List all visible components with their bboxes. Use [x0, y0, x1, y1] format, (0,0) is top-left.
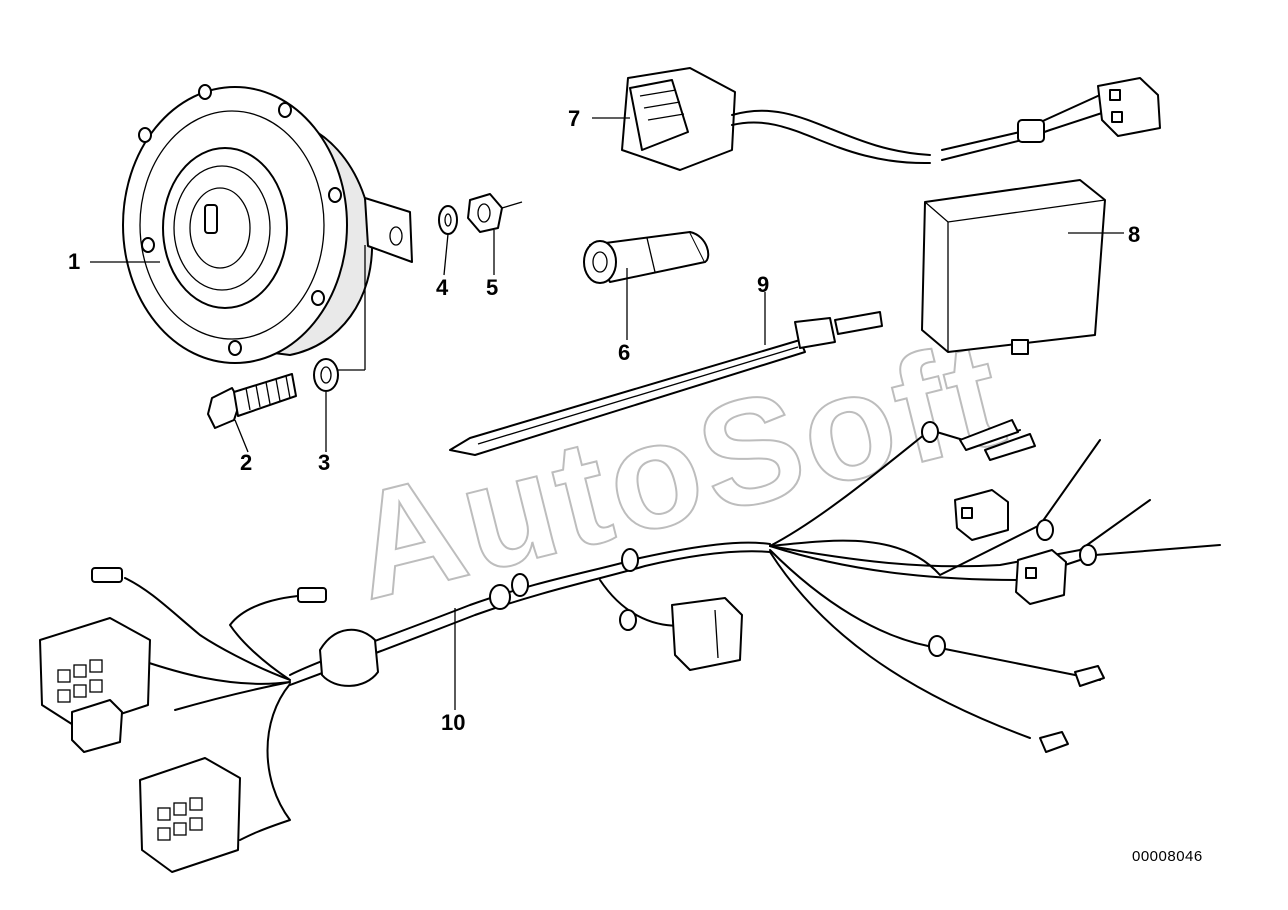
callout-9: 9: [757, 272, 770, 297]
callout-3: 3: [318, 450, 331, 475]
bolt: [207, 373, 297, 429]
connector-housing: [583, 231, 710, 284]
callout-6: 6: [618, 340, 631, 365]
document-id: 00008046: [1132, 848, 1203, 865]
switch: [621, 67, 1161, 171]
callout-8: 8: [1128, 222, 1141, 247]
callout-4: 4: [436, 275, 449, 300]
horn: [122, 84, 413, 364]
cable-tie: [449, 311, 883, 456]
nut: [467, 193, 523, 233]
callout-7: 7: [568, 106, 581, 131]
watermark: AutoSoft: [335, 307, 1021, 631]
callout-1: 1: [68, 249, 81, 274]
callout-5: 5: [486, 275, 499, 300]
wiring-harness: [39, 419, 1221, 873]
callout-2: 2: [240, 450, 253, 475]
washer: [313, 358, 339, 392]
relay: [921, 179, 1106, 355]
lock-washer: [438, 205, 458, 235]
callout-10: 10: [441, 710, 466, 735]
